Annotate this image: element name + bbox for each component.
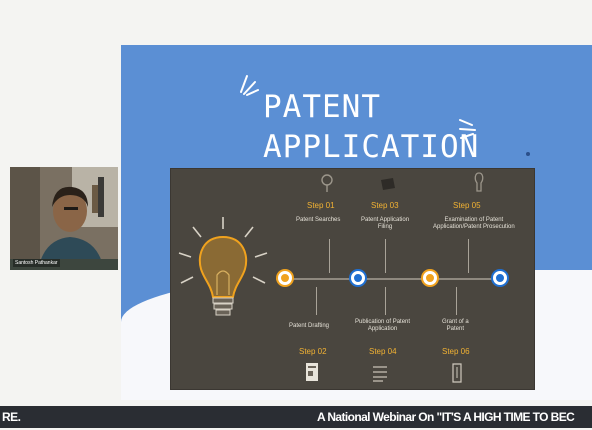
- step-description: Grant of a Patent: [442, 319, 469, 333]
- timeline-line: [276, 278, 501, 280]
- step-label: Step 03: [371, 201, 399, 210]
- sparkle-icon: [240, 75, 259, 96]
- step-description-line: Patent Drafting: [289, 323, 330, 329]
- publication-icon: [373, 366, 387, 382]
- step-description-line: Examination of Patent: [444, 217, 504, 223]
- slide-title-line1: PATENT: [263, 89, 381, 125]
- participant-name-label: Santosh Pathankar: [13, 259, 60, 267]
- examination-icon: [474, 172, 484, 192]
- lightbulb-icon: [178, 217, 268, 316]
- grant-icon: [452, 363, 462, 383]
- news-ticker: RE. A National Webinar On "IT'S A HIGH T…: [0, 406, 592, 428]
- participant-video-thumbnail[interactable]: Santosh Pathankar: [10, 167, 118, 270]
- timeline-node: [351, 271, 365, 285]
- step-label: Step 01: [307, 201, 335, 210]
- connector-line: [385, 287, 386, 315]
- connector-line: [385, 239, 386, 273]
- document-icon: [381, 178, 395, 190]
- step-label: Step 06: [442, 347, 470, 356]
- patent-process-infographic: Step 01 Patent Searches Step 03 Patent A…: [171, 169, 534, 389]
- step-description-line: Publication of Patent: [355, 319, 411, 325]
- draft-document-icon: [306, 363, 318, 381]
- step-description-line: Application/Patent Prosecution: [433, 224, 515, 230]
- step-description-line: Grant of a: [442, 319, 469, 325]
- step-description: Publication of Patent Application: [355, 319, 410, 333]
- slide-title: PATENT APPLICATION: [263, 87, 479, 167]
- slide-title-line2: APPLICATION: [263, 129, 480, 165]
- connector-line: [456, 287, 457, 315]
- ticker-scroll-text: A National Webinar On "IT'S A HIGH TIME …: [317, 410, 575, 424]
- step-description: Examination of Patent Application/Patent…: [433, 217, 515, 231]
- participant-video-frame: [10, 167, 118, 270]
- timeline-node: [278, 271, 292, 285]
- sparkle-icon: [459, 119, 476, 139]
- connector-line: [468, 239, 469, 273]
- connector-line: [316, 287, 317, 315]
- connector-line: [329, 239, 330, 273]
- step-description: Patent Searches: [296, 217, 340, 224]
- step-description: Patent Application Filing: [361, 217, 409, 231]
- step-description-line: Patent Searches: [296, 217, 341, 223]
- magnifier-icon: [321, 174, 333, 192]
- step-description-line: Patent: [446, 326, 465, 332]
- step-description-line: Application: [367, 326, 398, 332]
- step-label: Step 04: [369, 347, 397, 356]
- step-label: Step 02: [299, 347, 327, 356]
- step-description-line: Filing: [377, 224, 393, 230]
- step-description-line: Patent Application: [361, 217, 410, 223]
- step-label: Step 05: [453, 201, 481, 210]
- timeline-node: [493, 271, 507, 285]
- slide-dot: [526, 152, 530, 156]
- ticker-left-text: RE.: [2, 410, 21, 424]
- timeline-node: [423, 271, 437, 285]
- step-description: Patent Drafting: [289, 323, 329, 330]
